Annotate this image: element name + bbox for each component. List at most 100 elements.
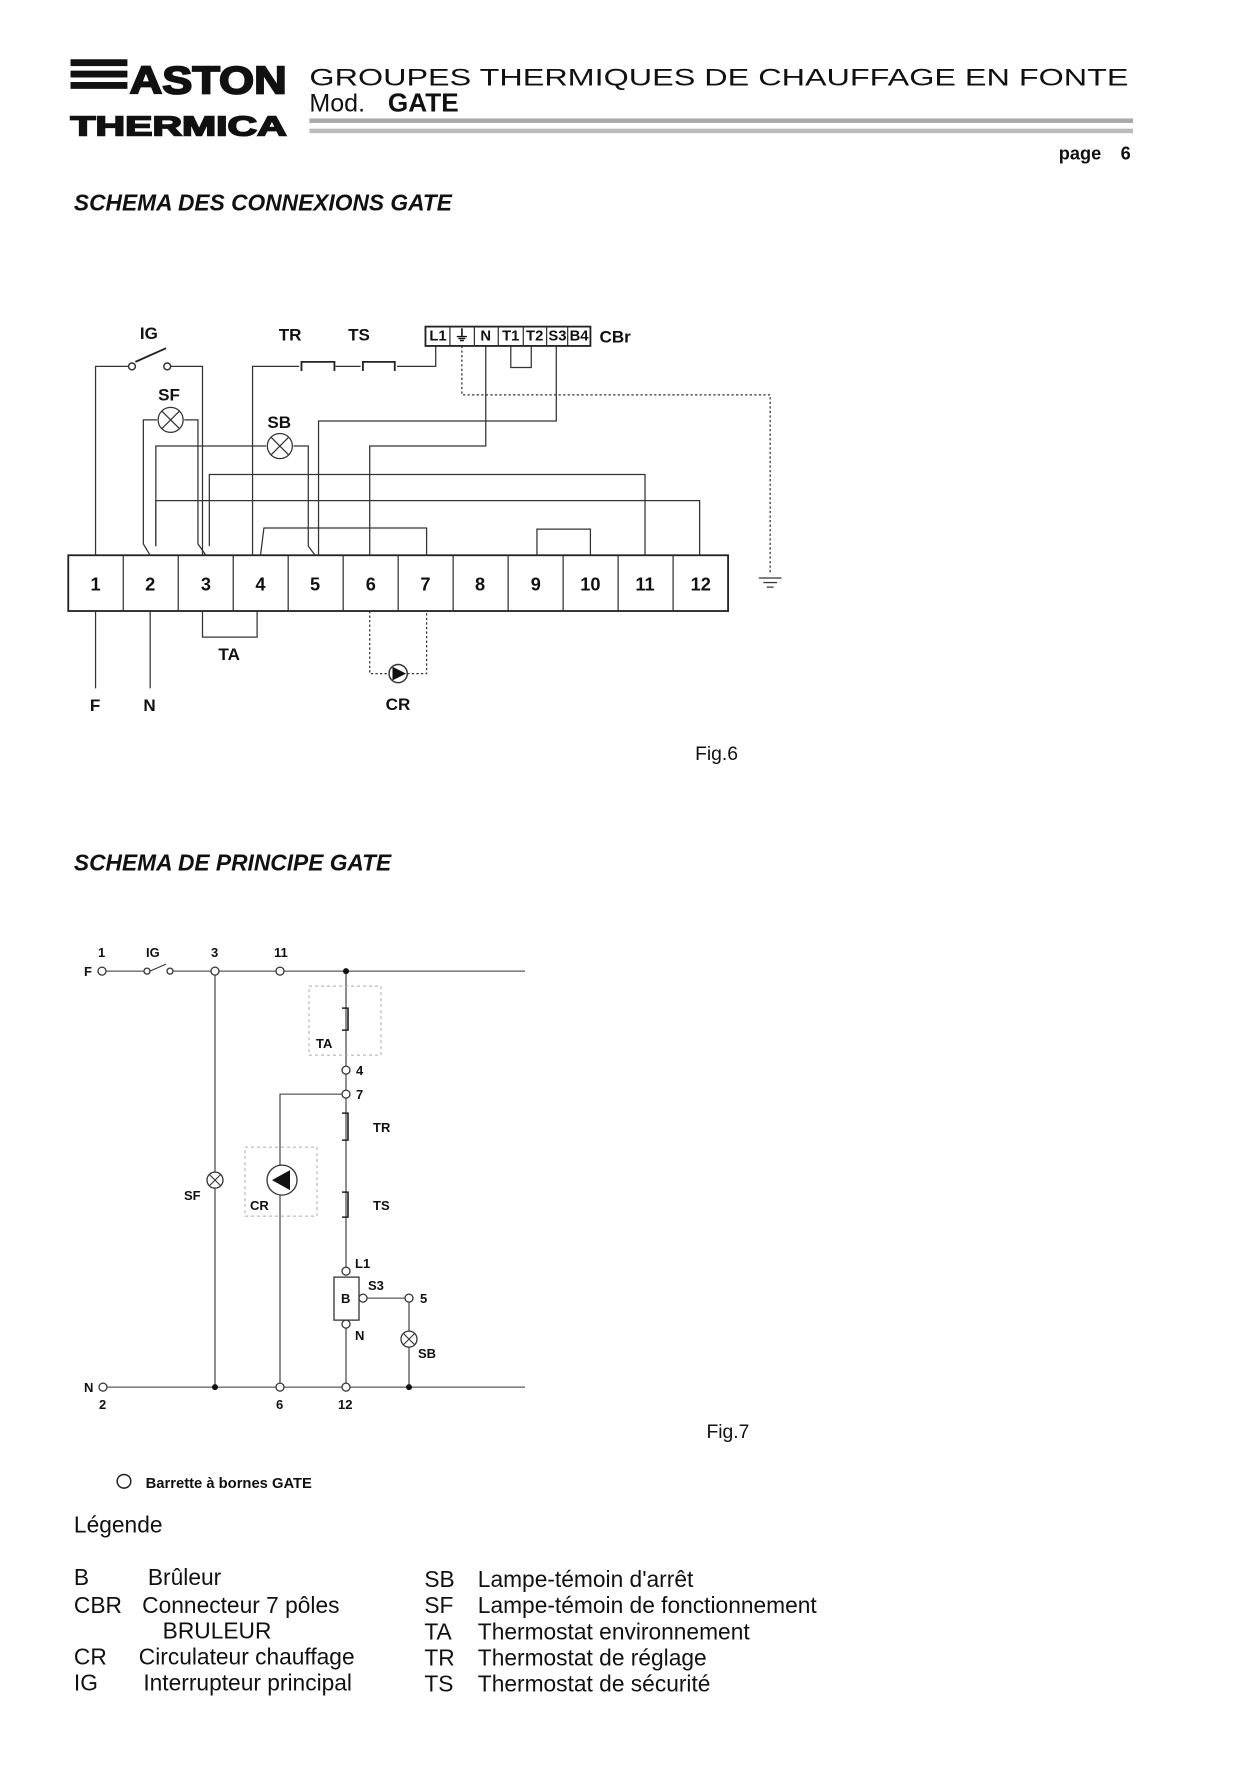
terminal-block: 1 2 3 4 5 6 7 8 9 10 11 12	[67, 554, 729, 612]
cbr-cell-b4: B4	[570, 328, 590, 344]
f7-label-5: 5	[420, 1291, 427, 1306]
tr-thermostat-contact-icon	[300, 360, 336, 371]
label-n: N	[143, 696, 155, 715]
f7-label-cr: CR	[250, 1198, 269, 1213]
f7-label-n: N	[84, 1380, 93, 1395]
circulator-pump-icon	[388, 663, 409, 684]
wiring-diagram-fig6: 1 2 3 4 5 6 7 8 9 10 11 12	[67, 324, 782, 765]
header: ASTON THERMICA GROUPES THERMIQUES DE CHA…	[70, 58, 1134, 163]
terminal-circle-icon	[116, 1473, 132, 1489]
f7-label-l1: L1	[355, 1256, 370, 1271]
ig-switch-icon	[135, 347, 167, 363]
f7-label-sf: SF	[184, 1188, 201, 1203]
legend-desc: Circulateur chauffage	[139, 1643, 355, 1669]
f7-label-ts: TS	[373, 1198, 390, 1213]
cbr-cell-n: N	[480, 328, 491, 344]
terminal-5: 5	[310, 575, 320, 595]
cbr-cell-s3: S3	[548, 328, 566, 344]
sb-lamp-icon	[400, 1330, 418, 1348]
terminal-4: 4	[255, 575, 266, 595]
f7-label-2: 2	[99, 1397, 106, 1412]
ig-switch-icon	[149, 963, 167, 972]
f7-label-sb: SB	[418, 1346, 436, 1361]
f7-label-s3: S3	[368, 1278, 384, 1293]
label-ts: TS	[348, 325, 370, 344]
label-sb: SB	[267, 413, 291, 432]
legend-code: SB	[424, 1566, 454, 1592]
f7-label-ta: TA	[316, 1036, 333, 1051]
terminal-7: 7	[420, 575, 430, 595]
fig7-caption: Fig.7	[706, 1422, 749, 1443]
label-sf: SF	[158, 386, 180, 405]
legend-desc: Connecteur 7 pôles	[142, 1592, 339, 1618]
legend-code: TS	[424, 1671, 453, 1697]
cbr-cell-ground: ⏚	[454, 327, 469, 344]
f7-label-3: 3	[211, 945, 218, 960]
legend-code: TR	[424, 1645, 454, 1671]
legend-title: Légende	[74, 1511, 163, 1537]
label-cbr: CBr	[600, 328, 632, 347]
label-ta: TA	[218, 645, 239, 664]
terminal-3: 3	[201, 575, 211, 595]
section-title-connections: SCHEMA DES CONNEXIONS GATE	[74, 190, 453, 216]
f7-label-4: 4	[356, 1063, 364, 1078]
fig6-caption: Fig.6	[695, 744, 738, 765]
f7-label-12: 12	[338, 1397, 352, 1412]
header-rule	[309, 118, 1134, 123]
logo-top: ASTON	[130, 59, 287, 102]
document-title: GROUPES THERMIQUES DE CHAUFFAGE EN FONTE	[309, 64, 1128, 91]
terminal-1: 1	[90, 575, 100, 595]
legend-desc: Thermostat environnement	[478, 1618, 751, 1644]
wires	[94, 345, 782, 689]
terminal-10: 10	[580, 575, 600, 595]
section-title-principle: SCHEMA DE PRINCIPE GATE	[74, 849, 392, 875]
ts-contact-icon	[342, 1191, 349, 1218]
f7-label-6: 6	[276, 1397, 283, 1412]
f7-label-11: 11	[274, 945, 288, 960]
f7-label-7: 7	[356, 1087, 363, 1102]
legend-code: TA	[424, 1618, 452, 1644]
ground-icon	[758, 577, 782, 588]
circulator-pump-icon	[266, 1164, 298, 1196]
model-prefix: Mod.	[309, 90, 365, 118]
f7-label-n-burner: N	[355, 1328, 364, 1343]
legend-desc: Lampe-témoin de fonctionnement	[478, 1592, 818, 1618]
f7-label-f: F	[84, 964, 92, 979]
cbr-cell-l1: L1	[429, 328, 446, 344]
logo-bottom: THERMICA	[71, 110, 287, 141]
legend-code: SF	[424, 1592, 453, 1618]
legend-code: CR	[74, 1643, 107, 1669]
sf-lamp-icon	[206, 1171, 224, 1189]
f7-label-tr: TR	[373, 1120, 391, 1135]
terminal-8: 8	[475, 575, 485, 595]
legend: Barrette à bornes GATE Légende B Brûleur…	[74, 1473, 818, 1697]
page-label: page	[1059, 143, 1101, 163]
f7-label-1: 1	[98, 945, 105, 960]
legend-desc: Lampe-témoin d'arrêt	[478, 1566, 694, 1592]
label-f: F	[90, 696, 100, 715]
legend-code: B	[74, 1564, 89, 1590]
legend-desc: Thermostat de sécurité	[478, 1671, 711, 1697]
terminal-12: 12	[691, 575, 711, 595]
f7-label-b: B	[341, 1291, 350, 1306]
legend-desc-cont: BRULEUR	[163, 1617, 272, 1643]
legend-desc: Interrupteur principal	[143, 1670, 352, 1696]
legend-code: IG	[74, 1670, 98, 1696]
legend-desc: Thermostat de réglage	[478, 1645, 707, 1671]
header-rule-2	[309, 128, 1134, 134]
cbr-connector: L1 ⏚ N T1 T2 S3 B4	[424, 325, 592, 347]
schematic-diagram-fig7: 1 IG 3 11 F N 2 SF CR 6 TA 4 7 TR TS L1 …	[84, 945, 526, 1412]
label-tr: TR	[279, 325, 302, 344]
terminal-2: 2	[145, 575, 155, 595]
sf-lamp-icon	[157, 406, 184, 434]
legend-code: CBR	[74, 1592, 122, 1618]
terminal-note: Barrette à bornes GATE	[146, 1476, 312, 1492]
model-name: GATE	[388, 88, 459, 118]
cbr-cell-t2: T2	[526, 328, 543, 344]
ts-thermostat-contact-icon	[361, 360, 396, 371]
cbr-cell-t1: T1	[502, 328, 519, 344]
terminal-9: 9	[531, 575, 541, 595]
f7-label-ig: IG	[146, 945, 160, 960]
sb-lamp-icon	[266, 432, 293, 460]
